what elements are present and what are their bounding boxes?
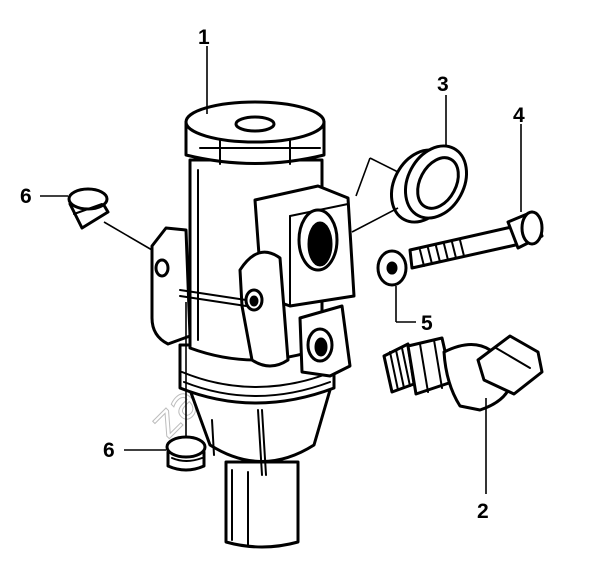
leader-lines	[40, 46, 522, 494]
callout-3: 3	[437, 73, 449, 96]
part-5-washer	[376, 249, 408, 287]
part-4-bolt	[408, 210, 544, 270]
callout-4: 4	[513, 104, 525, 127]
callout-1: 1	[198, 26, 210, 49]
part-6-plug-upper	[67, 187, 110, 230]
callouts: 1 2 3 4 5 6 6	[20, 26, 525, 523]
part-3-seal-ring	[351, 144, 468, 233]
callout-2: 2	[477, 500, 489, 523]
part-6-plug-lower	[165, 435, 207, 472]
callout-6-lower: 6	[103, 439, 115, 462]
callout-6-upper: 6	[20, 185, 32, 208]
callout-5: 5	[421, 312, 433, 335]
part-2-elbow-fitting	[382, 334, 544, 412]
part-1-pump-body	[150, 100, 356, 549]
